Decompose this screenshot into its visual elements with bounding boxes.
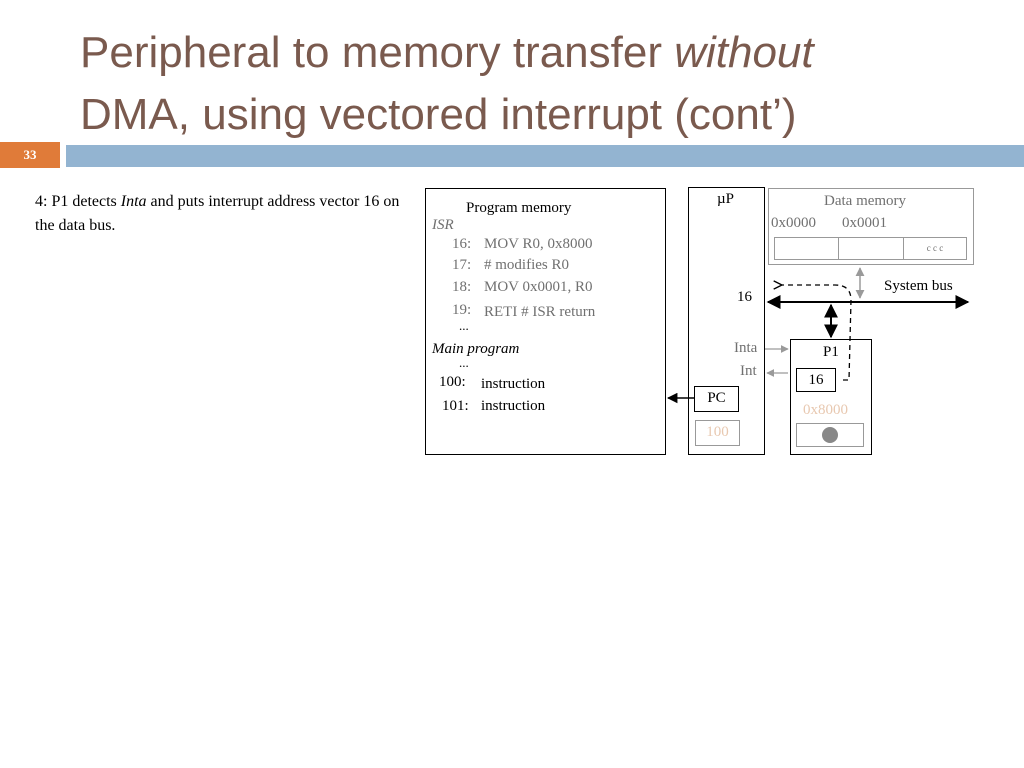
isr-line-18-text: MOV 0x0001, R0 — [484, 279, 593, 295]
pc-value: 100 — [706, 424, 729, 440]
p1-vector-register: 16 — [796, 368, 836, 392]
isr-label: ISR — [432, 217, 454, 233]
pc-value-box: 100 — [695, 420, 740, 446]
isr-ellipsis: ... — [459, 318, 469, 333]
main-ellipsis: ... — [459, 355, 469, 370]
isr-line-16-addr: 16: — [452, 236, 472, 252]
data-memory-dots: c c c — [926, 243, 944, 253]
main-line-101-text: instruction — [481, 398, 546, 414]
program-memory-box: Program memory ISR 16: MOV R0, 0x8000 17… — [425, 188, 666, 455]
data-memory-title: Data memory — [824, 193, 907, 209]
isr-line-18-addr: 18: — [452, 279, 472, 295]
p1-title: P1 — [823, 344, 839, 360]
main-line-100-addr: 100: — [439, 374, 466, 390]
title-main: Peripheral to memory transfer — [80, 28, 675, 77]
data-memory-cell-rest: c c c — [903, 237, 967, 260]
data-memory-addr-0000: 0x0000 — [771, 215, 816, 231]
pc-register-box: PC — [694, 386, 739, 412]
isr-line-17-text: # modifies R0 — [484, 257, 569, 273]
microprocessor-title: µP — [717, 191, 734, 207]
bus-value-label: 16 — [737, 289, 752, 305]
isr-line-19-text: RETI # ISR return — [484, 304, 596, 320]
step-prefix: 4: P1 detects — [35, 193, 121, 210]
main-program-label: Main program — [432, 341, 520, 357]
isr-line-17-addr: 17: — [452, 257, 472, 273]
main-line-100-text: instruction — [481, 376, 546, 392]
title-rest: DMA, using vectored interrupt (cont’) — [80, 90, 797, 139]
p1-vector-value: 16 — [808, 372, 824, 388]
isr-line-16-text: MOV R0, 0x8000 — [484, 236, 593, 252]
main-line-101-addr: 101: — [442, 398, 469, 414]
data-memory-addr-0001: 0x0001 — [842, 215, 887, 231]
p1-address: 0x8000 — [803, 402, 848, 418]
program-memory-title: Program memory — [466, 200, 572, 216]
inta-label: Inta — [734, 340, 758, 356]
slide-number: 33 — [0, 142, 60, 168]
title-divider-bar — [66, 145, 1024, 167]
step-rest: and puts interrupt address vector 16 on … — [35, 193, 400, 234]
title-emphasis: without — [674, 28, 814, 77]
vector-transfer-path — [782, 285, 852, 381]
isr-line-19-addr: 19: — [452, 302, 472, 318]
p1-data-dot — [822, 427, 838, 443]
step-inta: Inta — [120, 193, 147, 210]
step-description: 4: P1 detects Inta and puts interrupt ad… — [35, 190, 405, 238]
system-bus-label: System bus — [884, 278, 953, 294]
int-label: Int — [740, 363, 757, 379]
pc-label: PC — [707, 390, 726, 406]
